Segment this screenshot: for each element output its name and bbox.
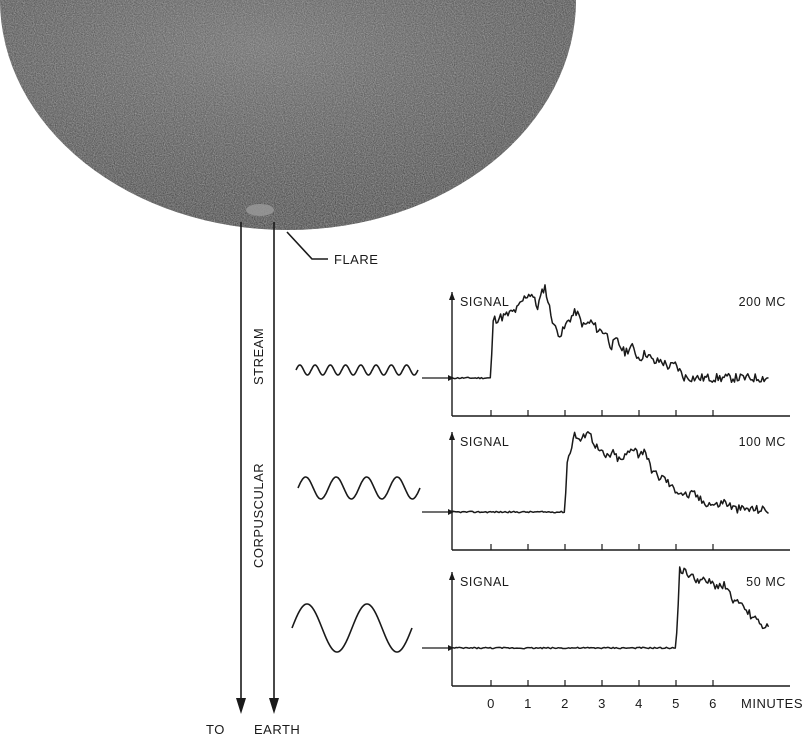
frequency-label-1: 200 MC (739, 295, 786, 309)
stream-label-stream: STREAM (251, 328, 266, 385)
sun-shape (0, 0, 576, 230)
stream-arrowhead-left (236, 698, 246, 714)
radio-wave-2 (297, 476, 421, 500)
corpuscular-stream: CORPUSCULAR STREAM (236, 222, 279, 714)
flare-label: FLARE (334, 252, 378, 267)
signal-trace-3 (449, 566, 770, 650)
radio-wave-1 (295, 364, 419, 376)
frequency-label-2: 100 MC (739, 435, 786, 449)
signal-label-3: SIGNAL (460, 575, 509, 589)
x-unit-label: MINUTES (741, 696, 802, 711)
x-tick-label-2: 2 (561, 696, 569, 711)
stream-label-corpuscular: CORPUSCULAR (251, 463, 266, 568)
x-axis: 0 1 2 3 4 5 6 MINUTES (487, 696, 802, 711)
flare-callout: FLARE (286, 231, 378, 267)
signal-trace-2 (450, 431, 769, 514)
earth-label: EARTH (254, 722, 300, 736)
signal-trace-1 (450, 284, 769, 384)
panel-group: SIGNAL 200 MC SIGNAL 100 MC SIGNAL 50 MC (422, 284, 790, 687)
y-axis-arrow-1 (449, 292, 455, 300)
x-tick-label-4: 4 (635, 696, 643, 711)
x-tick-label-0: 0 (487, 696, 495, 711)
x-tick-label-1: 1 (524, 696, 532, 711)
x-tick-label-6: 6 (709, 696, 717, 711)
flare-leader-line (286, 231, 328, 260)
x-tick-label-5: 5 (672, 696, 680, 711)
signal-label-2: SIGNAL (460, 435, 509, 449)
y-axis-arrow-3 (449, 572, 455, 580)
stream-arrowhead-right (269, 698, 279, 714)
to-label: TO (206, 722, 225, 736)
y-axis-arrow-2 (449, 432, 455, 440)
wave-group (291, 364, 421, 653)
signal-label-1: SIGNAL (460, 295, 509, 309)
x-tick-label-3: 3 (598, 696, 606, 711)
radio-wave-3 (291, 603, 413, 653)
flare-spot (246, 204, 274, 216)
sun-disc (0, 0, 576, 230)
frequency-label-3: 50 MC (746, 575, 786, 589)
